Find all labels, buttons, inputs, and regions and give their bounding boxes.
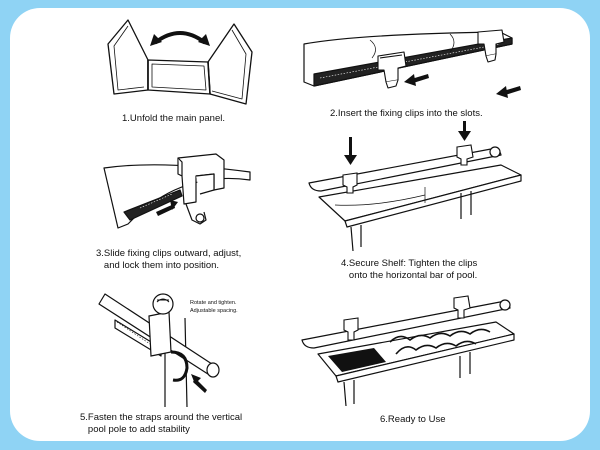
step3-caption: 3.Slide fixing clips outward, adjust, an… xyxy=(96,248,242,271)
step4-caption: 4.Secure Shelf: Tighten the clips onto t… xyxy=(341,258,478,281)
rotate-arrow-icon xyxy=(150,31,210,46)
drink-holders xyxy=(389,328,491,355)
fixing-clip-back xyxy=(477,29,505,63)
strap-loop xyxy=(170,350,189,382)
instruction-card xyxy=(10,8,590,441)
step5-note-rotate: Rotate and tighten. xyxy=(190,300,237,306)
rotate-arrow-icon xyxy=(156,298,170,303)
step2-illustration xyxy=(303,29,521,98)
step1-caption: 1.Unfold the main panel. xyxy=(122,113,225,124)
step6-caption: 6.Ready to Use xyxy=(380,414,446,425)
clip-right xyxy=(453,295,471,319)
step3-illustration xyxy=(103,153,251,229)
support-leg xyxy=(343,352,471,407)
pointer-arrow-icon xyxy=(191,374,207,393)
clip-left xyxy=(342,172,358,194)
fixing-clip-front xyxy=(377,51,407,89)
step5-note-spacing: Adjustable spacing. xyxy=(190,308,238,314)
panel-right-wing xyxy=(207,23,253,105)
step6-illustration xyxy=(301,295,515,407)
clip-right xyxy=(456,144,474,166)
strap-clip xyxy=(148,293,174,357)
step2-caption: 2.Insert the fixing clips into the slots… xyxy=(330,108,483,119)
down-arrow-icon xyxy=(344,121,471,165)
fixing-clip-closeup xyxy=(177,153,225,225)
slide-arrow-icon xyxy=(156,200,178,216)
clip-left xyxy=(343,317,359,341)
step4-illustration xyxy=(308,121,522,252)
panel-left-wing xyxy=(107,19,149,95)
step5-illustration xyxy=(98,293,220,408)
support-leg xyxy=(350,191,472,252)
insert-arrow-icon xyxy=(404,74,521,98)
step1-illustration xyxy=(107,19,253,105)
step5-caption: 5.Fasten the straps around the vertical … xyxy=(80,412,243,435)
drain-grate xyxy=(328,348,386,372)
